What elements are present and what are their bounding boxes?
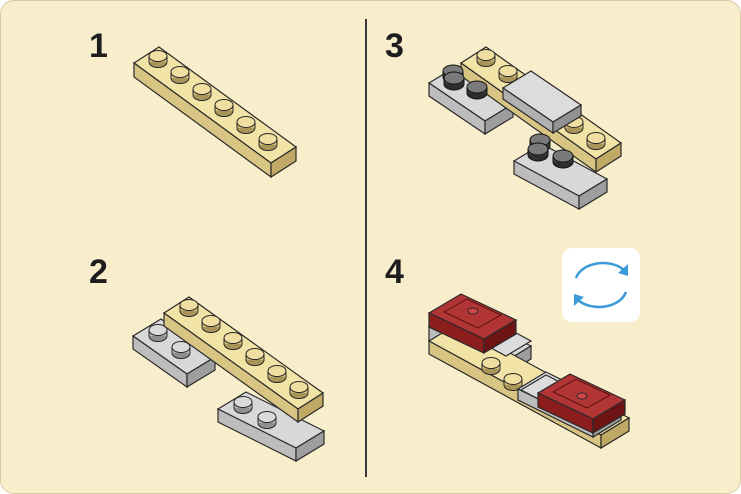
step-2-assembly — [131, 296, 326, 463]
step-number-2: 2 — [89, 253, 108, 291]
step-3-assembly — [427, 46, 623, 211]
rotate-arrows-icon — [574, 261, 628, 309]
step-number-3: 3 — [385, 27, 404, 65]
step-divider — [365, 19, 367, 477]
step-4-assembly — [427, 293, 631, 450]
rotate-indicator — [562, 248, 640, 322]
step-number-4: 4 — [385, 253, 404, 291]
step-1-tan-plate — [132, 46, 298, 179]
step-number-1: 1 — [89, 27, 108, 65]
